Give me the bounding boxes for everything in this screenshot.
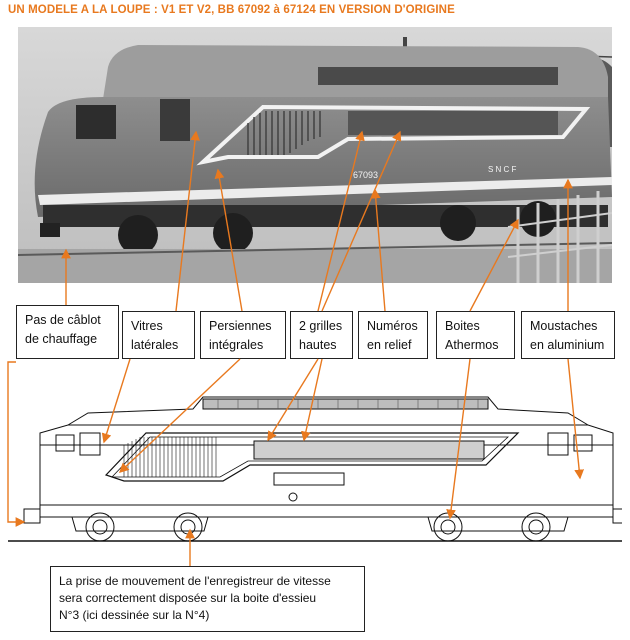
locomotive-photo: 67093 S N C F	[18, 27, 612, 283]
note-line-1: La prise de mouvement de l'enregistreur …	[59, 574, 331, 588]
photo-brand-letters: S N C F	[488, 165, 517, 174]
note-line-2: sera correctement disposée sur la boite …	[59, 591, 317, 605]
note-line-3: N°3 (ici dessinée sur la N°4)	[59, 608, 210, 622]
page-title: UN MODELE A LA LOUPE : V1 ET V2, BB 6709…	[8, 4, 455, 16]
note-box: La prise de mouvement de l'enregistreur …	[50, 566, 365, 632]
photo-number-plate: 67093	[353, 170, 378, 180]
locomotive-drawing	[8, 396, 622, 542]
